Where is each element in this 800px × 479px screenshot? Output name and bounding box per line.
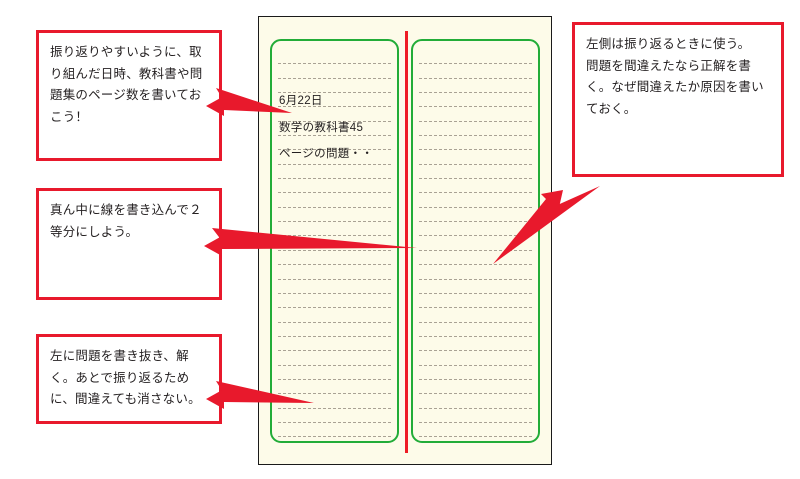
callout-box-right: 左側は振り返るときに使う。 問題を間違えたなら正解を書く。なぜ間違えたか原因を書…: [572, 22, 784, 177]
rule-line: [419, 366, 532, 380]
rule-line: [419, 136, 532, 151]
callout-box-bottom-left: 左に問題を書き抜き、解く。あとで振り返るために、間違えても消さない。: [36, 334, 222, 424]
rule-line: [419, 208, 532, 223]
rule-line: [278, 409, 391, 423]
rule-line: [419, 265, 532, 280]
rule-line: [419, 323, 532, 337]
callout-box-top-left: 振り返りやすいように、取り組んだ日時、教科書や問題集のページ数を書いておこう！: [36, 30, 222, 161]
rule-line: [278, 93, 391, 108]
rule-line: [278, 64, 391, 79]
rule-line: [419, 409, 532, 423]
rule-line: [419, 308, 532, 323]
rule-line: [278, 423, 391, 438]
rule-line: [278, 208, 391, 223]
rule-line: [278, 236, 391, 251]
rule-line: [419, 337, 532, 352]
rule-line: [419, 294, 532, 309]
rule-line: [419, 394, 532, 409]
rule-line: [419, 222, 532, 237]
notebook-date-heading: 6月22日 数学の教科書45 ページの問題・・: [279, 95, 374, 161]
rule-line: [278, 337, 391, 352]
rule-line: [278, 366, 391, 380]
callout-text-bottom-left: 左に問題を書き抜き、解く。あとで振り返るために、間違えても消さない。: [50, 349, 201, 406]
rule-line: [278, 265, 391, 280]
rule-line: [419, 107, 532, 122]
notebook-page: 6月22日 数学の教科書45 ページの問題・・: [258, 16, 552, 465]
rule-line: [419, 64, 532, 79]
rule-line: [419, 79, 532, 94]
notebook-right-half: [411, 39, 540, 443]
rule-line: [278, 222, 391, 237]
callout-box-middle-left: 真ん中に線を書き込んで２等分にしよう。: [36, 188, 222, 300]
rule-line: [419, 93, 532, 108]
notebook-center-line: [404, 31, 408, 453]
rule-line: [278, 122, 391, 137]
rule-line: [278, 294, 391, 309]
rule-line: [278, 280, 391, 294]
rule-line: [278, 193, 391, 208]
rule-line: [278, 179, 391, 194]
rule-line: [419, 150, 532, 165]
rule-line: [278, 394, 391, 409]
rule-line: [419, 179, 532, 194]
callout-text-top-left: 振り返りやすいように、取り組んだ日時、教科書や問題集のページ数を書いておこう！: [50, 45, 203, 124]
rule-line: [278, 308, 391, 323]
rule-line: [278, 150, 391, 165]
rule-line: [419, 280, 532, 294]
rule-line: [419, 437, 532, 441]
rule-line: [278, 351, 391, 366]
callout-text-right: 左側は振り返るときに使う。 問題を間違えたなら正解を書く。なぜ間違えたか原因を書…: [586, 37, 764, 116]
rule-line: [278, 136, 391, 151]
rule-line: [419, 380, 532, 395]
rule-line: [278, 79, 391, 94]
rule-line: [278, 437, 391, 441]
rule-line: [278, 380, 391, 395]
rule-line: [419, 193, 532, 208]
rule-line: [419, 351, 532, 366]
rule-line: [419, 423, 532, 438]
rule-line: [278, 251, 391, 266]
rule-line: [278, 165, 391, 180]
rule-line: [278, 323, 391, 337]
rule-line: [278, 50, 391, 65]
ruled-lines-right: [413, 41, 538, 441]
rule-line: [278, 107, 391, 122]
rule-line: [419, 165, 532, 180]
rule-line: [419, 236, 532, 251]
rule-line: [419, 251, 532, 266]
rule-line: [419, 50, 532, 65]
rule-line: [419, 122, 532, 137]
callout-text-middle-left: 真ん中に線を書き込んで２等分にしよう。: [50, 203, 202, 239]
